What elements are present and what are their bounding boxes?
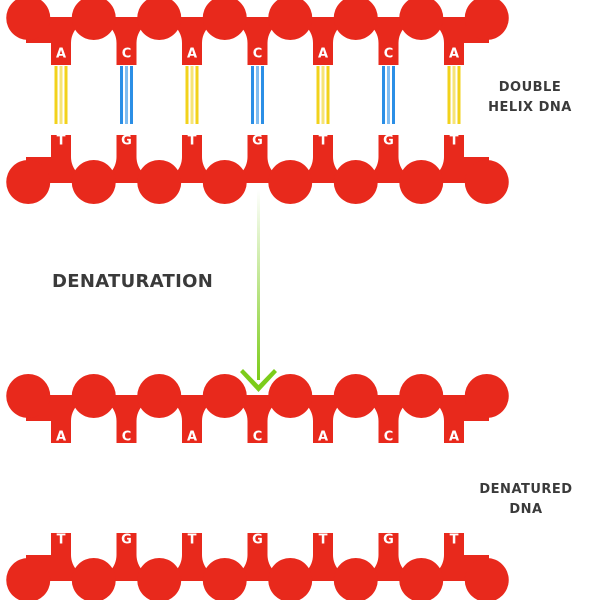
- base-pair-bond: [195, 66, 199, 124]
- helix-top-backbone-arch: [137, 0, 182, 40]
- helix-bottom-base: T: [188, 134, 197, 149]
- helix-top-backbone-arch: [333, 0, 378, 40]
- helix-top-backbone: [26, 17, 489, 65]
- base-pair-bond: [382, 66, 385, 124]
- denatured-bottom-base: G: [383, 533, 394, 548]
- helix-bottom-backbone-arch: [399, 160, 444, 204]
- base-pair-bond: [256, 66, 259, 124]
- denatured-label-line1: DENATURED: [479, 482, 573, 497]
- denatured-top-backbone-arch: [202, 374, 247, 418]
- base-pair-bond: [185, 66, 189, 124]
- double-helix-dna: A C A C A C A T G T G T G T: [6, 0, 509, 204]
- helix-bottom-backbone-arch: [6, 160, 51, 204]
- helix-bottom-backbone-arch: [464, 160, 509, 204]
- helix-top-base: A: [187, 47, 197, 62]
- base-pair-bond: [130, 66, 133, 124]
- denatured-label-line2: DNA: [509, 502, 543, 517]
- denatured-dna: A C A C A C A T G T G T G T: [6, 374, 509, 600]
- helix-top-base: C: [384, 47, 394, 62]
- denatured-top-backbone: [26, 395, 489, 443]
- helix-top-backbone-arch: [202, 0, 247, 40]
- denatured-bottom-base: G: [121, 533, 132, 548]
- denatured-top-base: C: [384, 430, 394, 445]
- denatured-dna-label: DENATURED DNA: [466, 480, 586, 520]
- helix-bottom-backbone: [26, 135, 489, 183]
- base-pair-bond: [251, 66, 254, 124]
- denatured-top-base: A: [187, 430, 197, 445]
- denatured-top-backbone-arch: [399, 374, 444, 418]
- base-pair-bond: [452, 66, 456, 124]
- base-pair-bond: [321, 66, 325, 124]
- denaturation-arrow: [240, 190, 277, 392]
- denatured-bottom-base: T: [319, 533, 328, 548]
- helix-bottom-base: T: [57, 134, 66, 149]
- denatured-top-backbone-arch: [71, 374, 116, 418]
- base-pair-bond: [316, 66, 320, 124]
- denatured-top-base: A: [318, 430, 328, 445]
- denatured-bottom-base: T: [188, 533, 197, 548]
- denaturation-label: DENATURATION: [52, 271, 214, 292]
- denatured-bottom-backbone-arch: [137, 558, 182, 600]
- denatured-top-base: C: [122, 430, 132, 445]
- denatured-bottom-backbone-arch: [464, 558, 509, 600]
- helix-bottom-base: T: [450, 134, 459, 149]
- helix-bottom-backbone-arch: [333, 160, 378, 204]
- denatured-bottom-backbone-arch: [202, 558, 247, 600]
- base-pair-bond: [190, 66, 194, 124]
- helix-bottom-base: G: [383, 134, 394, 149]
- denatured-top-base: A: [449, 430, 459, 445]
- denatured-bottom-base: T: [57, 533, 66, 548]
- denatured-top-base: C: [253, 430, 263, 445]
- helix-bottom-backbone-arch: [137, 160, 182, 204]
- helix-bottom-backbone-arch: [268, 160, 313, 204]
- base-pair-bond: [120, 66, 123, 124]
- base-pair-bond: [326, 66, 330, 124]
- denatured-top-backbone-arch: [137, 374, 182, 418]
- denatured-top-base: A: [56, 430, 66, 445]
- helix-bottom-base: G: [121, 134, 132, 149]
- helix-top-backbone-arch: [399, 0, 444, 40]
- denatured-bottom-base: T: [450, 533, 459, 548]
- helix-top-backbone-arch: [71, 0, 116, 40]
- denatured-bottom-backbone-arch: [333, 558, 378, 600]
- helix-top-base: A: [56, 47, 66, 62]
- helix-bottom-backbone-arch: [202, 160, 247, 204]
- denatured-bottom-base: G: [252, 533, 263, 548]
- helix-top-backbone-arch: [268, 0, 313, 40]
- denatured-top-backbone-arch: [268, 374, 313, 418]
- base-pair-bond: [59, 66, 63, 124]
- arrow-shaft: [257, 190, 260, 380]
- helix-bottom-base: G: [252, 134, 263, 149]
- helix-top-base: C: [122, 47, 132, 62]
- helix-bottom-backbone-arch: [71, 160, 116, 204]
- base-pair-bond: [261, 66, 264, 124]
- denatured-top-backbone-arch: [6, 374, 51, 418]
- denatured-top-backbone-arch: [333, 374, 378, 418]
- denatured-top-backbone-arch: [464, 374, 509, 418]
- base-pair-bond: [64, 66, 68, 124]
- helix-top-base: A: [449, 47, 459, 62]
- helix-top-base: A: [318, 47, 328, 62]
- helix-top-backbone-arch: [6, 0, 51, 40]
- double-helix-label-line2: HELIX DNA: [488, 100, 572, 115]
- denatured-bottom-backbone-arch: [268, 558, 313, 600]
- helix-top-backbone-arch: [464, 0, 509, 40]
- base-pair-bond: [392, 66, 395, 124]
- double-helix-label-line1: DOUBLE: [498, 80, 562, 95]
- double-helix-label: DOUBLE HELIX DNA: [470, 78, 590, 118]
- base-pair-bond: [125, 66, 128, 124]
- arrow-head: [240, 369, 277, 392]
- base-pair-bond: [387, 66, 390, 124]
- base-pair-bond: [457, 66, 461, 124]
- base-pair-bond: [447, 66, 451, 124]
- denatured-bottom-backbone-arch: [399, 558, 444, 600]
- denatured-bottom-backbone-arch: [71, 558, 116, 600]
- denatured-bottom-backbone: [26, 533, 489, 581]
- helix-top-base: C: [253, 47, 263, 62]
- helix-bottom-base: T: [319, 134, 328, 149]
- base-pair-bond: [54, 66, 58, 124]
- denatured-bottom-backbone-arch: [6, 558, 51, 600]
